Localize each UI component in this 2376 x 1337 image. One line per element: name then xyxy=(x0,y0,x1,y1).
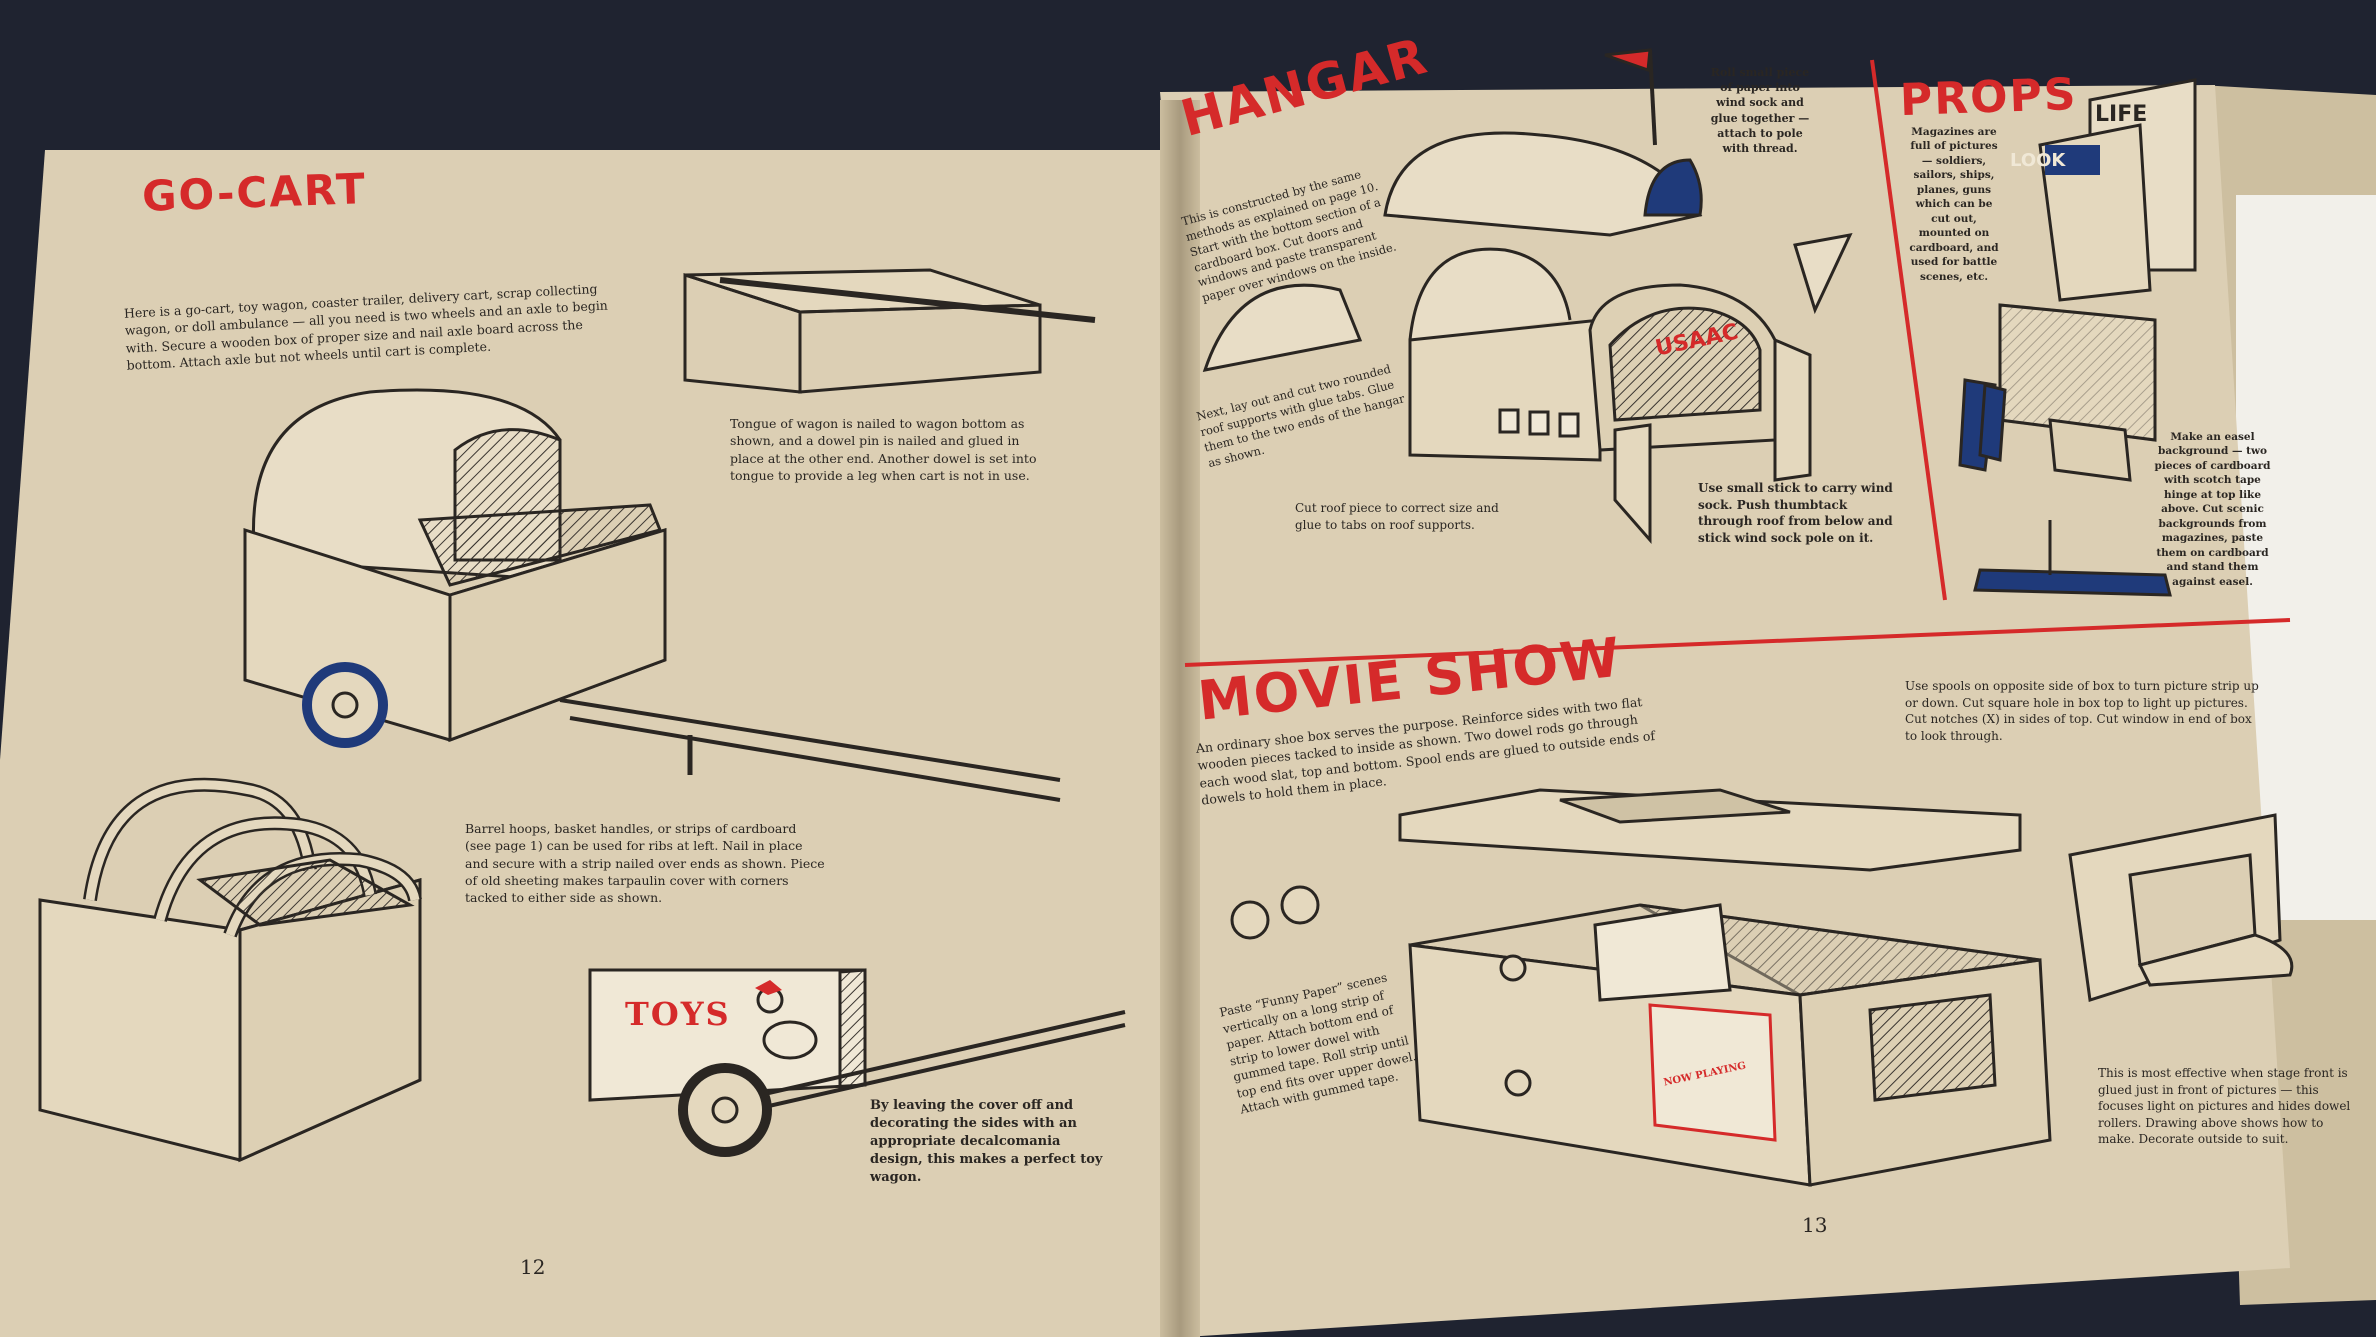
box-illustration xyxy=(683,268,1096,394)
movie-show-illustration xyxy=(1230,788,2294,1187)
page-number-right: 13 xyxy=(1802,1213,1828,1237)
props-illustration xyxy=(1870,59,2197,601)
gutter-shadow xyxy=(1160,100,1200,1337)
magazines-note: Magazines are full of pictures — soldier… xyxy=(1909,126,1999,283)
go-cart-title: GO-CART xyxy=(141,164,368,221)
easel-note: Make an easel background — two pieces of… xyxy=(2154,431,2271,588)
hoop-frame-illustration xyxy=(38,777,422,1163)
section-divider xyxy=(1184,618,2291,667)
roof-piece-note: Cut roof piece to correct size and glue … xyxy=(1295,501,1499,532)
cover-note: By leaving the cover off and decorating … xyxy=(870,1098,1103,1185)
windsock-note: Roll small piece of paper into wind sock… xyxy=(1710,66,1810,155)
tongue-note: Tongue of wagon is nailed to wagon botto… xyxy=(730,416,1037,483)
stage-note: This is most effective when stage front … xyxy=(2098,1066,2351,1147)
magazine-look-label: LOOK xyxy=(2010,150,2066,171)
hoops-note: Barrel hoops, basket handles, or strips … xyxy=(465,821,825,905)
toys-wagon-illustration xyxy=(588,968,1126,1157)
hangar-illustration xyxy=(1202,48,1853,544)
stick-note: Use small stick to carry wind sock. Push… xyxy=(1698,481,1893,545)
toys-label: TOYS xyxy=(625,995,731,1033)
covered-wagon-illustration xyxy=(243,388,1061,802)
props-title: PROPS xyxy=(1899,68,2079,127)
magazine-life-label: LIFE xyxy=(2095,102,2148,127)
page-number-left: 12 xyxy=(520,1255,546,1279)
spools-note: Use spools on opposite side of box to tu… xyxy=(1905,679,2259,743)
